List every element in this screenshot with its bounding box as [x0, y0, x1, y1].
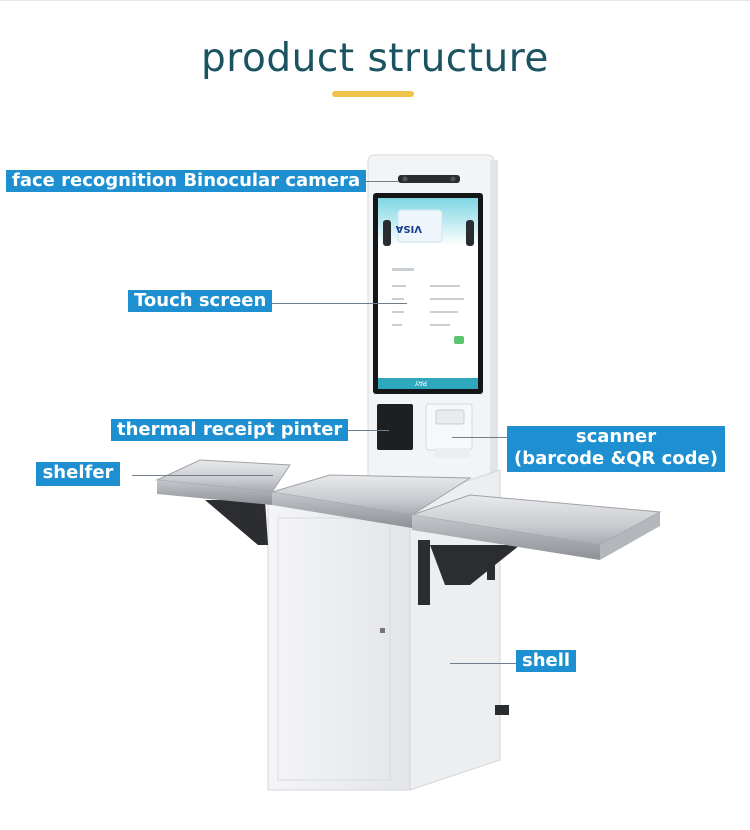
shell-label: shell	[516, 650, 577, 672]
printer-label: thermal receipt pinter	[111, 419, 349, 441]
page-title: product structure	[201, 36, 549, 81]
pay-button: PAY	[414, 379, 427, 387]
shell-leader	[450, 663, 516, 664]
scanner-label-line1: scanner	[575, 426, 657, 447]
camera-leader	[356, 181, 398, 182]
top-divider	[0, 0, 750, 1]
shelfer-leader	[132, 475, 273, 476]
kiosk-head: VISA PAY	[367, 154, 498, 488]
scanner-label-line2: (barcode &QR code)	[513, 448, 718, 469]
title-underline	[332, 91, 414, 97]
camera-label: face recognition Binocular camera	[6, 170, 367, 192]
visa-card: VISA	[395, 223, 422, 234]
shelves	[155, 459, 662, 560]
scanner-leader	[452, 437, 508, 438]
shelf-brackets	[205, 500, 520, 605]
receipt-printer	[377, 404, 413, 450]
binocular-camera-icon	[398, 175, 460, 183]
printer-leader	[329, 430, 389, 431]
touch-screen-leader	[259, 303, 407, 304]
shelfer-label: shelfer	[36, 462, 120, 486]
touch-screen-label: Touch screen	[128, 290, 273, 312]
scanner-label: scanner (barcode &QR code)	[507, 426, 725, 472]
